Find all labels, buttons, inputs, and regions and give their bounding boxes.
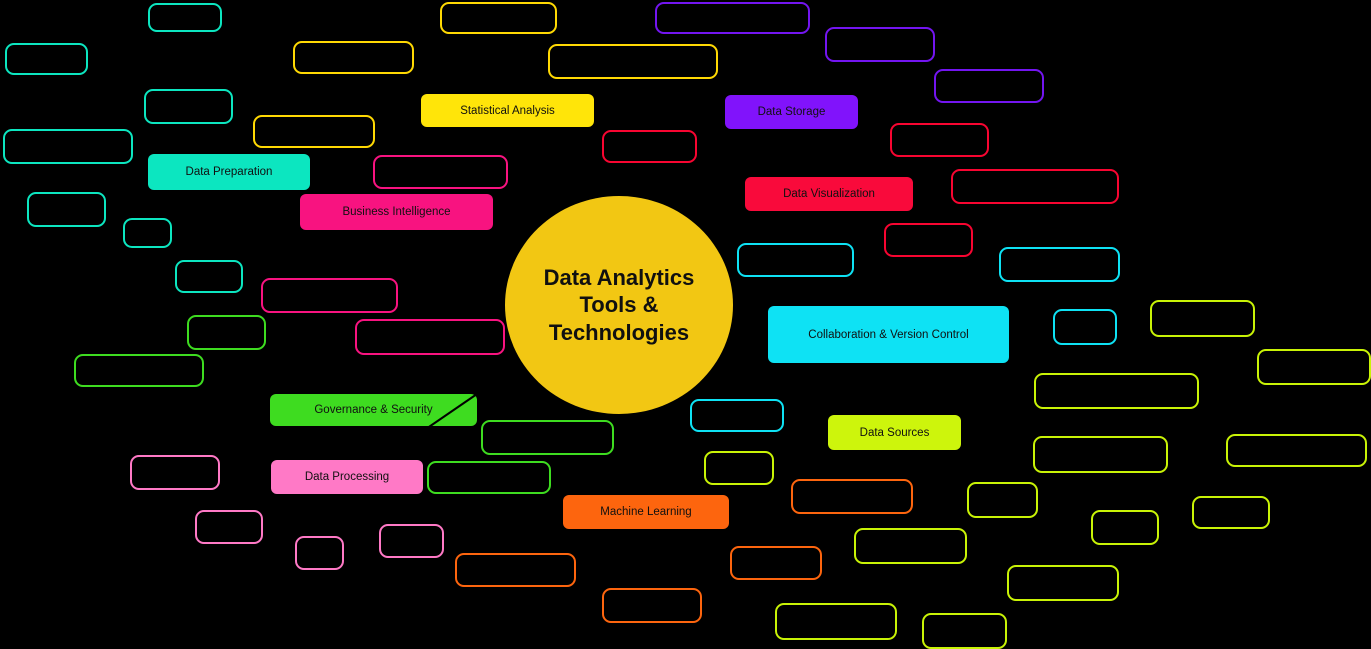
topic-node[interactable] [737, 243, 854, 277]
topic-node[interactable] [602, 130, 697, 163]
category-node-machine-learning[interactable]: Machine Learning [563, 495, 729, 529]
topic-node[interactable] [655, 2, 810, 34]
topic-node[interactable] [548, 44, 718, 79]
topic-node[interactable] [775, 603, 897, 640]
topic-node[interactable] [730, 546, 822, 580]
category-node-governance-security[interactable]: Governance & Security [270, 394, 477, 426]
topic-node[interactable] [427, 461, 551, 494]
topic-node[interactable] [144, 89, 233, 124]
category-node-data-processing[interactable]: Data Processing [271, 460, 423, 494]
topic-node[interactable] [123, 218, 172, 248]
central-topic-node[interactable]: Data Analytics Tools & Technologies [505, 196, 733, 414]
topic-node[interactable] [3, 129, 133, 164]
topic-node[interactable] [379, 524, 444, 558]
central-topic-line: Technologies [548, 319, 690, 345]
topic-node[interactable] [195, 510, 263, 544]
category-node-data-sources[interactable]: Data Sources [828, 415, 961, 450]
topic-node[interactable] [854, 528, 967, 564]
topic-node[interactable] [884, 223, 973, 257]
topic-node[interactable] [5, 43, 88, 75]
topic-node[interactable] [1150, 300, 1255, 337]
category-node-collaboration-version-control[interactable]: Collaboration & Version Control [768, 306, 1009, 363]
topic-node[interactable] [1257, 349, 1371, 385]
topic-node[interactable] [1226, 434, 1367, 467]
topic-node[interactable] [130, 455, 220, 490]
topic-node[interactable] [922, 613, 1007, 649]
topic-node[interactable] [999, 247, 1120, 282]
topic-node[interactable] [373, 155, 508, 189]
topic-node[interactable] [602, 588, 702, 623]
topic-node[interactable] [967, 482, 1038, 518]
topic-node[interactable] [355, 319, 505, 355]
topic-node[interactable] [890, 123, 989, 157]
topic-node[interactable] [791, 479, 913, 514]
topic-node[interactable] [951, 169, 1119, 204]
topic-node[interactable] [481, 420, 614, 455]
topic-node[interactable] [295, 536, 344, 570]
topic-node[interactable] [1091, 510, 1159, 545]
topic-node[interactable] [175, 260, 243, 293]
topic-node[interactable] [74, 354, 204, 387]
topic-node[interactable] [27, 192, 106, 227]
topic-node[interactable] [253, 115, 375, 148]
category-node-statistical-analysis[interactable]: Statistical Analysis [421, 94, 594, 127]
topic-node[interactable] [148, 3, 222, 32]
central-topic-line: Data Analytics [543, 264, 695, 290]
topic-node[interactable] [455, 553, 576, 587]
category-node-data-storage[interactable]: Data Storage [725, 95, 858, 129]
topic-node[interactable] [1192, 496, 1270, 529]
topic-node[interactable] [690, 399, 784, 432]
topic-node[interactable] [1053, 309, 1117, 345]
category-node-data-preparation[interactable]: Data Preparation [148, 154, 310, 190]
topic-node[interactable] [440, 2, 557, 34]
topic-node[interactable] [293, 41, 414, 74]
topic-node[interactable] [934, 69, 1044, 103]
topic-node[interactable] [1007, 565, 1119, 601]
central-topic-line: Tools & [579, 292, 659, 318]
topic-node[interactable] [704, 451, 774, 485]
category-node-business-intelligence[interactable]: Business Intelligence [300, 194, 493, 230]
category-node-data-visualization[interactable]: Data Visualization [745, 177, 913, 211]
topic-node[interactable] [261, 278, 398, 313]
topic-node[interactable] [825, 27, 935, 62]
topic-node[interactable] [187, 315, 266, 350]
topic-node[interactable] [1033, 436, 1168, 473]
topic-node[interactable] [1034, 373, 1199, 409]
